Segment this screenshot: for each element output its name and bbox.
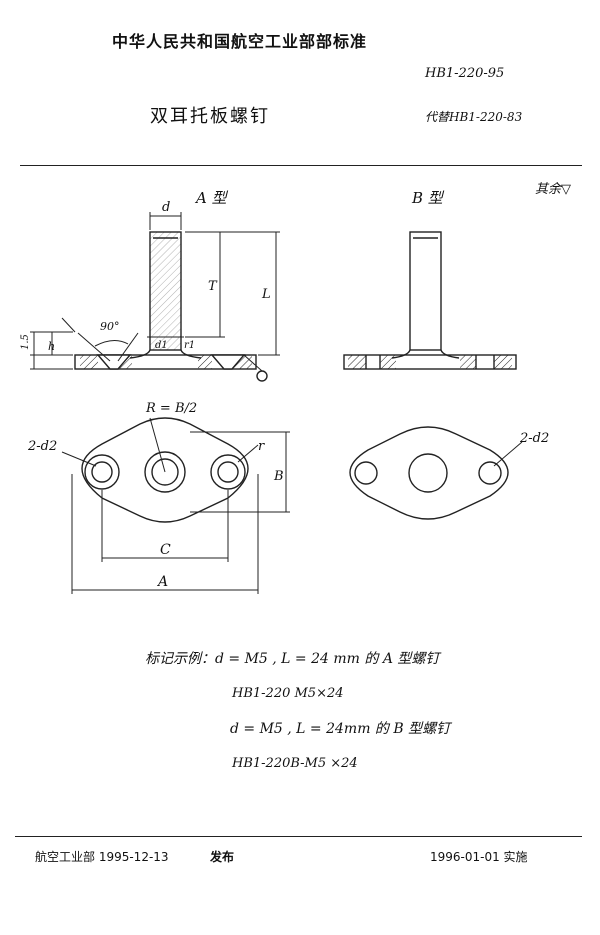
footer-publish: 发布 bbox=[210, 850, 235, 864]
standard-organization: 中华人民共和国航空工业部部标准 bbox=[112, 32, 368, 51]
type-a-side-view bbox=[30, 212, 280, 382]
dim-L: L bbox=[261, 287, 271, 302]
type-b-side-view bbox=[343, 231, 517, 370]
dim-h: h bbox=[48, 340, 55, 353]
marking-example-b-line: d = M5 , L = 24mm 的 B 型螺钉 bbox=[230, 721, 451, 737]
replaces-standard: 代替HB1-220-83 bbox=[425, 110, 523, 124]
dim-thickness: 1.5 bbox=[20, 334, 31, 350]
type-a-label: A 型 bbox=[194, 189, 229, 207]
footer-issuer-date: 航空工业部 1995-12-13 bbox=[35, 850, 169, 864]
dim-B: B bbox=[273, 469, 284, 484]
dim-d: d bbox=[162, 200, 170, 215]
dim-radius: R = B/2 bbox=[145, 401, 197, 416]
type-b-label: B 型 bbox=[411, 189, 445, 207]
dim-T: T bbox=[208, 279, 218, 294]
dim-angle: 90° bbox=[100, 320, 120, 333]
type-a-top-view bbox=[61, 417, 290, 594]
dim-d1: d1 bbox=[155, 340, 168, 351]
marking-example-b: HB1-220B-M5 ×24 bbox=[232, 756, 358, 771]
dim-2d2-right: 2-d2 bbox=[519, 431, 549, 446]
dim-2d2-left: 2-d2 bbox=[27, 439, 57, 454]
type-b-top-view bbox=[349, 426, 523, 520]
standard-code: HB1-220-95 bbox=[425, 66, 505, 81]
footer-effective-date: 1996-01-01 实施 bbox=[430, 850, 528, 864]
marking-example-heading: 标记示例：d = M5 , L = 24 mm 的 A 型螺钉 bbox=[145, 651, 440, 667]
footer-rule bbox=[15, 836, 582, 837]
document-title: 双耳托板螺钉 bbox=[150, 106, 270, 127]
header-rule bbox=[20, 165, 582, 166]
surface-roughness-note: 其余▽ bbox=[535, 181, 571, 197]
marking-example-a: HB1-220 M5×24 bbox=[232, 686, 344, 701]
dim-r: r bbox=[258, 439, 265, 454]
dim-A: A bbox=[156, 574, 168, 590]
dim-C: C bbox=[160, 542, 171, 558]
dim-r1: r1 bbox=[184, 340, 195, 351]
